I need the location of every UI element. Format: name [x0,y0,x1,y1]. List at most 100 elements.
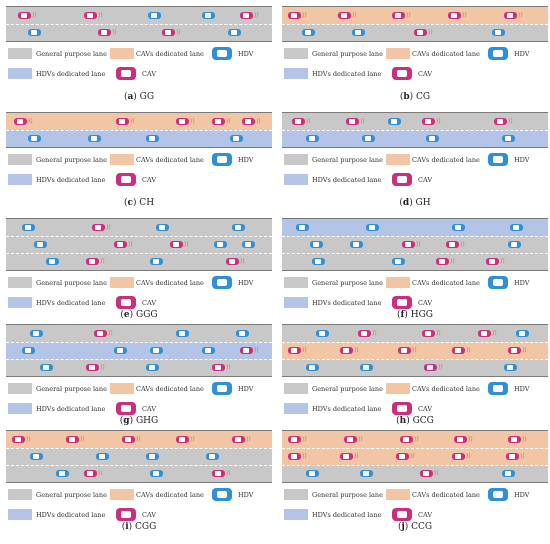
car-window [217,242,223,247]
hdv-car [296,224,309,231]
legend-swatch-cav-lane [386,154,410,165]
legend-label-general: General purpose lane [312,50,383,58]
signal-icon: )) [354,453,359,460]
lane-general [6,219,272,236]
cav-icon [116,296,136,309]
legend-swatch-cav-lane [110,489,134,500]
car-window [121,511,131,518]
legend-label-general: General purpose lane [36,279,107,287]
signal-icon: )) [254,12,259,19]
road-edge [282,6,548,7]
hdv-car [316,330,329,337]
lane-cav [6,431,272,448]
car-window [299,225,305,230]
panel-j: ))))))))))))))))))))))General purpose la… [282,430,548,536]
cav-car [176,436,189,443]
cav-car [14,118,27,125]
legend-label-general: General purpose lane [36,156,107,164]
legend-label-hdv: HDV [514,279,530,287]
hdv-car [150,470,163,477]
legend-swatch-cav-lane [110,383,134,394]
hdv-car [146,453,159,460]
lane-divider [6,130,272,131]
legend-swatch-hdv-lane [8,403,32,414]
hdv-icon [212,276,232,289]
car-window [397,405,407,412]
hdv-car [510,224,523,231]
legend-label-hdv: HDV [514,156,530,164]
legend-label-general: General purpose lane [36,50,107,58]
signal-icon: )) [508,118,513,125]
cav-car [424,364,437,371]
car-window [493,491,503,498]
lane-divider [282,253,548,254]
car-window [457,437,463,442]
signal-icon: )) [302,453,307,460]
car-window [291,437,297,442]
lane-general [6,24,272,41]
panel-letter: d [402,198,410,208]
cav-car [116,118,129,125]
hdv-car [22,347,35,354]
car-window [391,119,397,124]
car-window [405,242,411,247]
legend-label-hdv-lane: HDVs dedicated lane [36,405,106,413]
cav-icon [116,402,136,415]
signal-icon: )) [352,12,357,19]
car-window [25,348,31,353]
legend-swatch-hdv-lane [8,68,32,79]
car-window [423,471,429,476]
legend-label-cav: CAV [142,70,157,78]
cav-car [92,224,105,231]
car-window [97,331,103,336]
legend-label-hdv-lane: HDVs dedicated lane [36,176,106,184]
car-window [507,13,513,18]
legend-label-cav-lane: CAVs dedicated lane [412,385,480,393]
car-window [481,331,487,336]
hdv-car [504,364,517,371]
lane-divider [282,359,548,360]
car-window [217,50,227,57]
legend-label-hdv: HDV [514,50,530,58]
car-window [511,348,517,353]
legend-label-hdv-lane: HDVs dedicated lane [36,511,106,519]
hdv-car [34,241,47,248]
car-window [513,225,519,230]
legend-swatch-general [8,48,32,59]
panel-caption: (i) CGG [121,522,157,532]
panel-caption: (h) GCG [396,416,434,426]
hdv-car [366,224,379,231]
car-window [215,119,221,124]
cav-car [242,118,255,125]
car-window [427,365,433,370]
cav-car [448,12,461,19]
cav-car [506,453,519,460]
lane-general [282,359,548,376]
hdv-icon [488,47,508,60]
hdv-icon [488,276,508,289]
lane-hdv [6,342,272,359]
cav-car [400,436,413,443]
hdv-car [306,364,319,371]
lane-divider [282,465,548,466]
hdv-icon [212,488,232,501]
lane-divider [282,24,548,25]
signal-icon: )) [32,12,37,19]
signal-icon: )) [98,12,103,19]
car-window [417,30,423,35]
car-window [451,13,457,18]
hdv-car [202,347,215,354]
car-window [493,279,503,286]
hdv-car [492,29,505,36]
cav-car [292,118,305,125]
signal-icon: )) [254,347,259,354]
panel-letter: h [399,416,407,426]
signal-icon: )) [522,436,527,443]
car-window [121,70,131,77]
car-window [309,365,315,370]
car-window [455,348,461,353]
car-window [87,471,93,476]
hdv-car [150,347,163,354]
legend-swatch-cav-lane [110,277,134,288]
car-window [21,13,27,18]
